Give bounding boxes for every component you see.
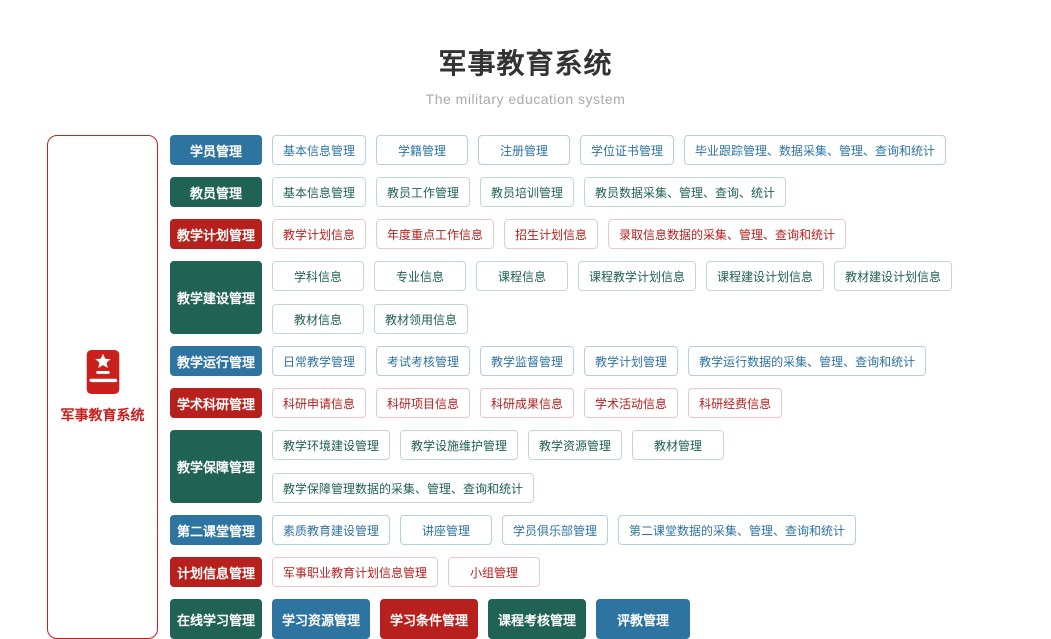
items-group: 科研申请信息科研项目信息科研成果信息学术活动信息科研经费信息: [272, 388, 783, 418]
item-button[interactable]: 课程信息: [476, 261, 568, 291]
category-button[interactable]: 教学运行管理: [170, 346, 262, 376]
system-row: 第二课堂管理素质教育建设管理讲座管理学员俱乐部管理第二课堂数据的采集、管理、查询…: [170, 515, 996, 545]
item-button[interactable]: 教材管理: [632, 430, 725, 460]
system-row: 教学运行管理日常教学管理考试考核管理教学监督管理教学计划管理教学运行数据的采集、…: [170, 346, 996, 376]
system-row: 学术科研管理科研申请信息科研项目信息科研成果信息学术活动信息科研经费信息: [170, 388, 996, 418]
item-button[interactable]: 基本信息管理: [272, 135, 367, 165]
items-group: 军事职业教育计划信息管理小组管理: [272, 557, 541, 587]
items-group: 基本信息管理教员工作管理教员培训管理教员数据采集、管理、查询、统计: [272, 177, 787, 207]
page-header: 军事教育系统 The military education system: [0, 0, 1051, 107]
item-button[interactable]: 学位证书管理: [580, 135, 675, 165]
category-button[interactable]: 教学保障管理: [170, 430, 262, 503]
content: 军事教育系统 学员管理基本信息管理学籍管理注册管理学位证书管理毕业跟踪管理、数据…: [47, 135, 1051, 639]
system-root-node[interactable]: 军事教育系统: [47, 135, 158, 639]
category-button[interactable]: 学员管理: [170, 135, 262, 165]
item-button[interactable]: 学科信息: [272, 261, 364, 291]
item-button[interactable]: 教学计划信息: [272, 219, 367, 249]
system-row: 在线学习管理学习资源管理学习条件管理课程考核管理评教管理: [170, 599, 996, 639]
items-group: 素质教育建设管理讲座管理学员俱乐部管理第二课堂数据的采集、管理、查询和统计: [272, 515, 857, 545]
page-title: 军事教育系统: [438, 48, 613, 79]
item-button[interactable]: 科研项目信息: [376, 388, 471, 418]
category-button[interactable]: 计划信息管理: [170, 557, 262, 587]
item-button[interactable]: 科研成果信息: [480, 388, 575, 418]
item-button[interactable]: 第二课堂数据的采集、管理、查询和统计: [618, 515, 857, 545]
item-button[interactable]: 小组管理: [448, 557, 541, 587]
category-button[interactable]: 第二课堂管理: [170, 515, 262, 545]
item-button[interactable]: 素质教育建设管理: [272, 515, 391, 545]
item-button[interactable]: 日常教学管理: [272, 346, 367, 376]
item-button[interactable]: 讲座管理: [400, 515, 493, 545]
item-button[interactable]: 科研经费信息: [688, 388, 783, 418]
item-button[interactable]: 科研申请信息: [272, 388, 367, 418]
item-button[interactable]: 教学监督管理: [480, 346, 575, 376]
item-button[interactable]: 教学保障管理数据的采集、管理、查询和统计: [272, 473, 535, 503]
category-button[interactable]: 教学计划管理: [170, 219, 262, 249]
category-button[interactable]: 教学建设管理: [170, 261, 262, 334]
items-group: 基本信息管理学籍管理注册管理学位证书管理毕业跟踪管理、数据采集、管理、查询和统计: [272, 135, 947, 165]
item-button[interactable]: 教员数据采集、管理、查询、统计: [584, 177, 787, 207]
item-button[interactable]: 课程教学计划信息: [578, 261, 697, 291]
item-button[interactable]: 教学环境建设管理: [272, 430, 391, 460]
item-button[interactable]: 考试考核管理: [376, 346, 471, 376]
category-button[interactable]: 在线学习管理: [170, 599, 262, 639]
item-button[interactable]: 教学设施维护管理: [400, 430, 519, 460]
system-row: 教学保障管理教学环境建设管理教学设施维护管理教学资源管理教材管理教学保障管理数据…: [170, 430, 996, 503]
item-button[interactable]: 教材领用信息: [374, 304, 469, 334]
system-row: 教员管理基本信息管理教员工作管理教员培训管理教员数据采集、管理、查询、统计: [170, 177, 996, 207]
category-button[interactable]: 教员管理: [170, 177, 262, 207]
item-button[interactable]: 教学资源管理: [528, 430, 623, 460]
item-button[interactable]: 军事职业教育计划信息管理: [272, 557, 439, 587]
item-button[interactable]: 学习资源管理: [272, 599, 371, 639]
item-button[interactable]: 教学计划管理: [584, 346, 679, 376]
rows: 学员管理基本信息管理学籍管理注册管理学位证书管理毕业跟踪管理、数据采集、管理、查…: [170, 135, 996, 639]
items-group: 教学环境建设管理教学设施维护管理教学资源管理教材管理教学保障管理数据的采集、管理…: [272, 430, 996, 503]
item-button[interactable]: 录取信息数据的采集、管理、查询和统计: [608, 219, 847, 249]
page-subtitle: The military education system: [425, 91, 626, 107]
item-button[interactable]: 学习条件管理: [380, 599, 479, 639]
items-group: 日常教学管理考试考核管理教学监督管理教学计划管理教学运行数据的采集、管理、查询和…: [272, 346, 927, 376]
system-row: 计划信息管理军事职业教育计划信息管理小组管理: [170, 557, 996, 587]
items-group: 学习资源管理学习条件管理课程考核管理评教管理: [272, 599, 691, 639]
item-button[interactable]: 招生计划信息: [504, 219, 599, 249]
items-group: 教学计划信息年度重点工作信息招生计划信息录取信息数据的采集、管理、查询和统计: [272, 219, 847, 249]
system-row: 学员管理基本信息管理学籍管理注册管理学位证书管理毕业跟踪管理、数据采集、管理、查…: [170, 135, 996, 165]
system-row: 教学计划管理教学计划信息年度重点工作信息招生计划信息录取信息数据的采集、管理、查…: [170, 219, 996, 249]
items-group: 学科信息专业信息课程信息课程教学计划信息课程建设计划信息教材建设计划信息教材信息…: [272, 261, 996, 334]
item-button[interactable]: 课程建设计划信息: [706, 261, 825, 291]
item-button[interactable]: 年度重点工作信息: [376, 219, 495, 249]
book-star-icon: [86, 349, 119, 395]
category-button[interactable]: 学术科研管理: [170, 388, 262, 418]
item-button[interactable]: 教材建设计划信息: [834, 261, 953, 291]
item-button[interactable]: 教员工作管理: [376, 177, 471, 207]
item-button[interactable]: 教材信息: [272, 304, 364, 334]
item-button[interactable]: 教员培训管理: [480, 177, 575, 207]
item-button[interactable]: 评教管理: [596, 599, 691, 639]
system-root-label: 军事教育系统: [60, 407, 145, 423]
item-button[interactable]: 注册管理: [478, 135, 571, 165]
item-button[interactable]: 学员俱乐部管理: [502, 515, 609, 545]
item-button[interactable]: 学术活动信息: [584, 388, 679, 418]
item-button[interactable]: 课程考核管理: [488, 599, 587, 639]
item-button[interactable]: 教学运行数据的采集、管理、查询和统计: [688, 346, 927, 376]
item-button[interactable]: 基本信息管理: [272, 177, 367, 207]
item-button[interactable]: 专业信息: [374, 261, 466, 291]
item-button[interactable]: 学籍管理: [376, 135, 469, 165]
system-row: 教学建设管理学科信息专业信息课程信息课程教学计划信息课程建设计划信息教材建设计划…: [170, 261, 996, 334]
item-button[interactable]: 毕业跟踪管理、数据采集、管理、查询和统计: [684, 135, 947, 165]
